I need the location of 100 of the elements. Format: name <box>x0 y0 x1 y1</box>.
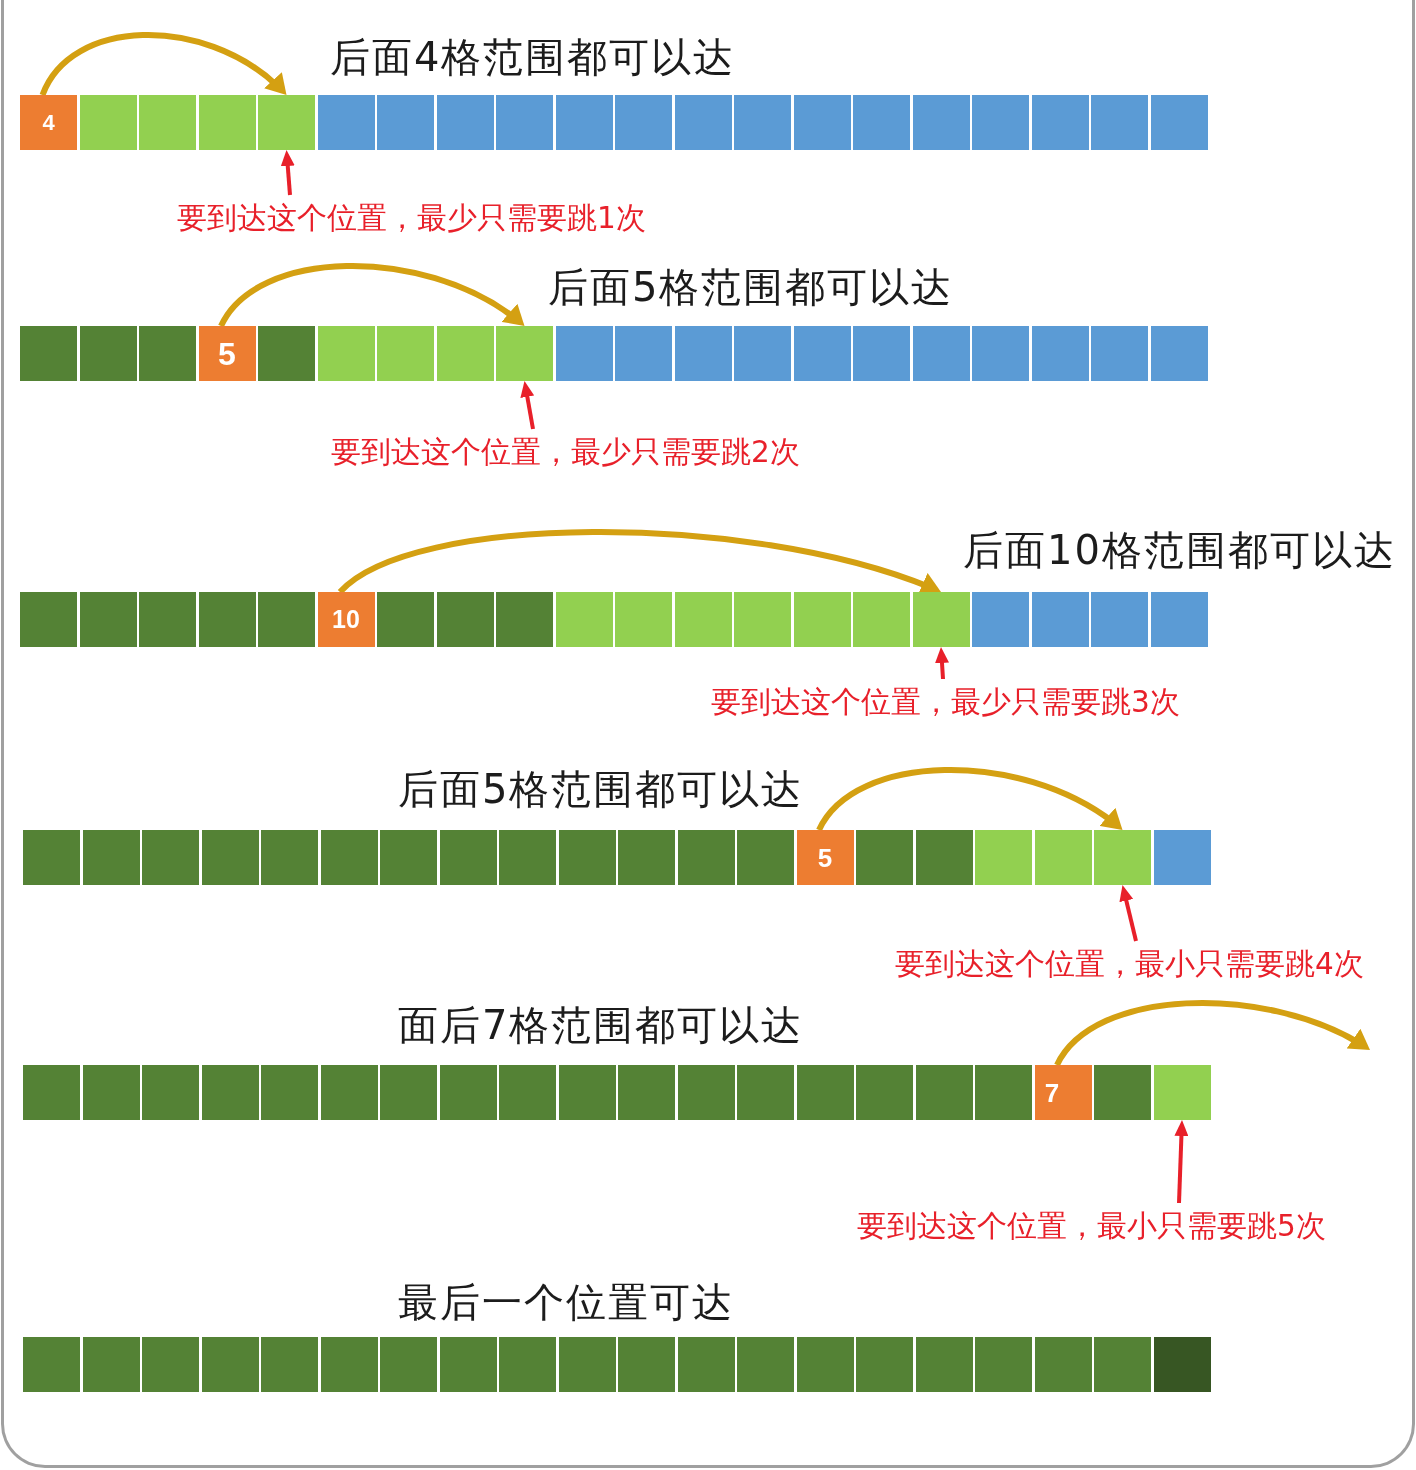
grid-cell <box>439 1337 497 1392</box>
annotation-text: 要到达这个位置，最少只需要跳1次 <box>177 195 646 241</box>
grid-cell <box>1153 1337 1211 1392</box>
grid-cell <box>1094 830 1151 885</box>
grid-cell <box>439 1065 497 1120</box>
grid-cell <box>1091 326 1148 381</box>
curved-arrow <box>39 32 289 98</box>
grid-cell <box>915 830 973 885</box>
grid-cell <box>23 830 80 885</box>
grid-cell <box>1034 830 1092 885</box>
grid-cell <box>915 1065 973 1120</box>
grid-cell <box>674 95 732 150</box>
grid-cell <box>377 95 434 150</box>
grid-cell <box>975 1337 1032 1392</box>
grid-cell <box>1150 326 1208 381</box>
annotation-text: 要到达这个位置，最少只需要跳2次 <box>331 429 800 475</box>
grid-cell <box>496 326 553 381</box>
numbered-cell: 5 <box>198 326 256 381</box>
grid-cell <box>618 830 675 885</box>
grid-cell <box>558 1065 616 1120</box>
grid-cell <box>1153 1065 1211 1120</box>
grid-cell <box>912 592 970 647</box>
grid-cell <box>558 1337 616 1392</box>
grid-cell <box>618 1337 675 1392</box>
grid-cell <box>734 95 791 150</box>
grid-cell <box>139 592 196 647</box>
grid-cell <box>674 592 732 647</box>
annotation-text: 要到达这个位置，最少只需要跳3次 <box>711 679 1180 725</box>
grid-cell <box>261 1337 318 1392</box>
grid-cell <box>320 830 378 885</box>
grid-cell <box>677 830 735 885</box>
grid-cell <box>555 592 613 647</box>
grid-cell <box>853 592 910 647</box>
grid-cell <box>20 592 77 647</box>
grid-cell <box>142 1065 199 1120</box>
grid-cell <box>1031 592 1089 647</box>
grid-cell <box>975 830 1032 885</box>
grid-cell <box>1034 1337 1092 1392</box>
grid-cell <box>317 326 375 381</box>
grid-cell <box>499 1065 556 1120</box>
range-caption: 后面5格范围都可以达 <box>398 765 804 814</box>
grid-cell <box>142 830 199 885</box>
annotation-text: 要到达这个位置，最小只需要跳5次 <box>857 1203 1326 1249</box>
grid-cell <box>377 592 434 647</box>
grid-cell <box>20 326 77 381</box>
grid-cell <box>198 95 256 150</box>
leader-arrow <box>935 646 949 680</box>
grid-cell <box>320 1337 378 1392</box>
numbered-cell: 10 <box>317 592 375 647</box>
grid-cell <box>317 95 375 150</box>
curved-arrow <box>1054 1000 1372 1067</box>
leader-arrow <box>1119 884 1138 942</box>
grid-cell <box>737 830 794 885</box>
grid-cell <box>201 1065 259 1120</box>
grid-cell <box>737 1065 794 1120</box>
grid-cell <box>975 1065 1032 1120</box>
grid-cell <box>972 326 1029 381</box>
grid-cell <box>23 1065 80 1120</box>
grid-cell <box>380 830 437 885</box>
grid-cell <box>261 830 318 885</box>
numbered-cell: 5 <box>796 830 854 885</box>
grid-cell <box>82 830 140 885</box>
grid-cell <box>853 95 910 150</box>
curved-arrow <box>218 263 527 329</box>
grid-cell <box>496 95 553 150</box>
grid-cell <box>677 1337 735 1392</box>
curved-arrow <box>816 767 1125 833</box>
grid-cell <box>796 1065 854 1120</box>
leader-arrow <box>280 149 295 196</box>
grid-cell <box>677 1065 735 1120</box>
grid-cell <box>618 1065 675 1120</box>
grid-cell <box>793 95 851 150</box>
range-caption: 后面5格范围都可以达 <box>548 263 954 312</box>
grid-cell <box>558 830 616 885</box>
grid-cell <box>615 95 672 150</box>
grid-cell <box>79 592 137 647</box>
numbered-cell: 7 <box>1034 1065 1092 1120</box>
grid-cell <box>853 326 910 381</box>
grid-cell <box>915 1337 973 1392</box>
grid-cell <box>674 326 732 381</box>
grid-cell <box>201 1337 259 1392</box>
grid-cell <box>142 1337 199 1392</box>
grid-cell <box>555 326 613 381</box>
grid-cell <box>436 592 494 647</box>
grid-cell <box>82 1337 140 1392</box>
grid-cell <box>436 95 494 150</box>
grid-cell <box>139 95 196 150</box>
grid-cell <box>1094 1065 1151 1120</box>
grid-cell <box>1091 592 1148 647</box>
grid-cell <box>496 592 553 647</box>
grid-cell <box>856 1065 913 1120</box>
grid-cell <box>856 1337 913 1392</box>
grid-cell <box>796 1337 854 1392</box>
grid-cell <box>1150 95 1208 150</box>
grid-cell <box>1150 592 1208 647</box>
grid-cell <box>436 326 494 381</box>
grid-cell <box>201 830 259 885</box>
grid-cell <box>1153 830 1211 885</box>
grid-cell <box>499 1337 556 1392</box>
grid-cell <box>380 1065 437 1120</box>
